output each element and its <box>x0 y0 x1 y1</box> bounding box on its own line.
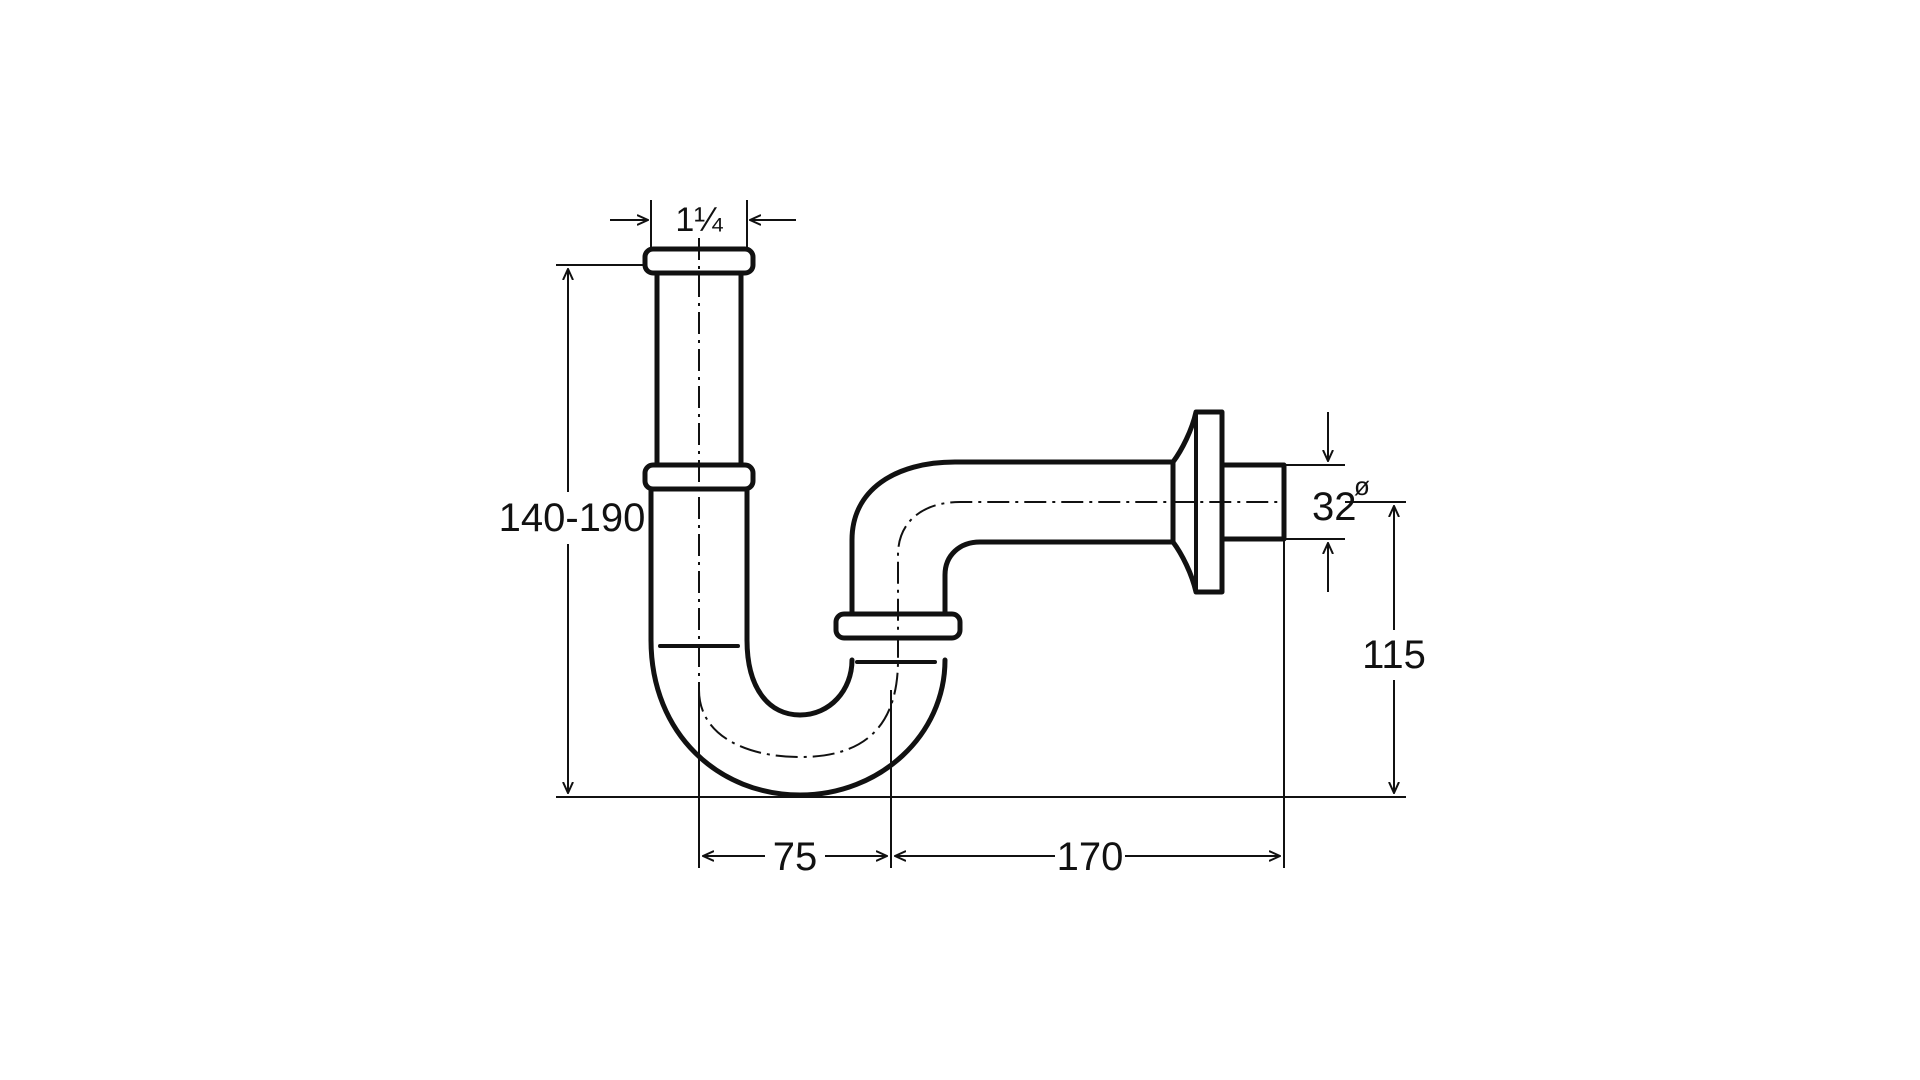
u-bend-inner <box>744 637 855 718</box>
trap-width-label: 75 <box>773 835 818 879</box>
outlet-diameter-value: 32 <box>1312 485 1357 529</box>
outlet-diameter-symbol: ø <box>1354 471 1370 501</box>
pipe-size-fraction: ¼ <box>694 201 723 239</box>
pipe-size-whole: 1 <box>675 201 694 239</box>
height-range-label: 140-190 <box>499 496 646 540</box>
wall-rosette <box>1170 409 1225 595</box>
outlet-length-label: 170 <box>1057 835 1124 879</box>
outlet-diameter-label: 32 <box>1312 485 1357 529</box>
elbow-outer <box>849 459 1176 617</box>
outlet-height-label: 115 <box>1362 633 1426 677</box>
siphon-body <box>642 246 1287 798</box>
dimension-labels: 140-190 1¼ 32 ø 115 75 170 <box>499 201 1426 879</box>
elbow-inner <box>942 539 1176 617</box>
dimension-lines <box>556 200 1406 868</box>
center-lines <box>698 238 1284 759</box>
pipe-size-label: 1¼ <box>675 201 723 239</box>
u-bend-outer <box>648 637 948 798</box>
